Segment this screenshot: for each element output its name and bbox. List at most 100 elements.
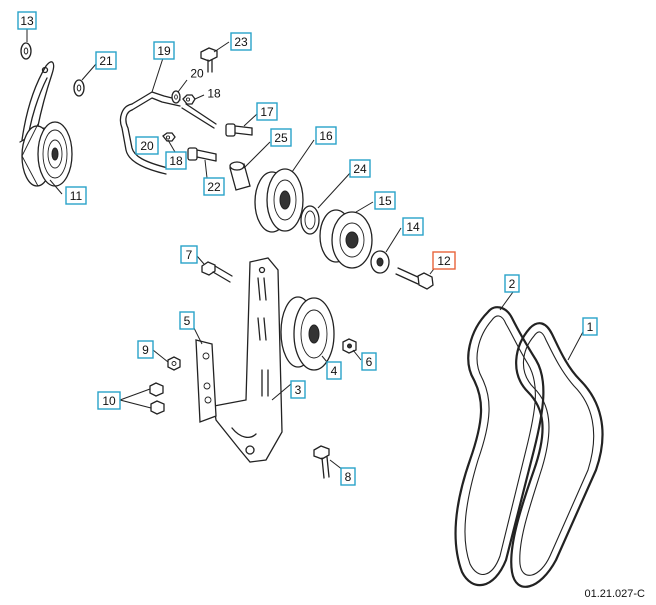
bolt-23	[200, 47, 218, 73]
nut-10-b	[150, 400, 165, 415]
callout-23[interactable]: 23	[230, 32, 252, 51]
callout-box	[135, 136, 159, 155]
callout-number: 7	[186, 248, 193, 262]
callout-14[interactable]: 14	[402, 217, 424, 236]
callout-9[interactable]: 9	[137, 340, 154, 359]
callout-6[interactable]: 6	[361, 352, 377, 371]
callout-3[interactable]: 3	[290, 380, 306, 399]
callout-box	[97, 391, 121, 410]
callout-2[interactable]: 2	[504, 274, 520, 293]
pulley-16	[254, 168, 304, 233]
callout-box	[270, 128, 292, 147]
callout-17[interactable]: 17	[256, 102, 278, 121]
callout-20[interactable]: 20	[190, 67, 204, 81]
callout-number: 25	[274, 131, 288, 145]
callout-box	[361, 352, 377, 371]
callout-box	[65, 186, 87, 205]
callout-box	[137, 340, 154, 359]
nut-10-a	[149, 382, 164, 397]
callout-number: 4	[331, 364, 338, 378]
callout-4[interactable]: 4	[326, 361, 342, 380]
callout-number: 2	[509, 277, 516, 291]
nut-18-lower	[162, 132, 176, 142]
callout-21[interactable]: 21	[95, 51, 117, 70]
bolt-7	[201, 261, 233, 283]
callout-number: 9	[142, 343, 149, 357]
callout-box	[203, 177, 225, 196]
callout-10[interactable]: 10	[97, 391, 121, 410]
callout-box	[326, 361, 342, 380]
callout-12[interactable]: 12	[432, 251, 456, 270]
callout-number: 18	[169, 154, 183, 168]
callout-number: 6	[366, 355, 373, 369]
callout-box	[432, 251, 456, 270]
ring-24	[300, 205, 320, 235]
callout-number: 12	[437, 254, 451, 268]
callout-1[interactable]: 1	[582, 317, 598, 336]
callout-box	[290, 380, 306, 399]
bolt-17	[225, 123, 253, 137]
callout-box	[95, 51, 117, 70]
callout-box	[180, 245, 198, 264]
callout-box	[179, 311, 195, 330]
callout-number: 3	[295, 383, 302, 397]
callout-box	[153, 41, 175, 60]
callout-number: 15	[378, 194, 392, 208]
callout-box	[340, 467, 356, 486]
callout-20[interactable]: 20	[135, 136, 159, 155]
callout-box	[582, 317, 598, 336]
bushing-25	[229, 161, 251, 191]
callout-8[interactable]: 8	[340, 467, 356, 486]
callout-number: 19	[157, 44, 171, 58]
callout-number: 20	[140, 139, 154, 153]
callout-number: 17	[260, 105, 274, 119]
idler-arm-3	[213, 257, 283, 463]
drawing-code: 01.21.027-C	[584, 588, 645, 600]
callout-number: 16	[319, 129, 333, 143]
callout-number: 10	[102, 394, 116, 408]
nut-9	[167, 356, 181, 371]
callout-number: 20	[190, 67, 204, 81]
bracket-5	[195, 339, 217, 423]
belt-1	[510, 322, 604, 588]
callout-24[interactable]: 24	[349, 159, 371, 178]
callout-number: 14	[406, 220, 420, 234]
callout-18[interactable]: 18	[207, 87, 221, 101]
idler-pulley-11	[21, 121, 73, 187]
pulley-15	[319, 209, 373, 269]
nut-18-upper	[182, 94, 196, 105]
callout-11[interactable]: 11	[65, 186, 87, 205]
callout-box	[374, 191, 396, 210]
callout-box	[256, 102, 278, 121]
callout-box	[17, 11, 37, 30]
callout-19[interactable]: 19	[153, 41, 175, 60]
callout-16[interactable]: 16	[315, 126, 337, 145]
callout-number: 23	[234, 35, 248, 49]
callout-number: 1	[587, 320, 594, 334]
bolt-8	[313, 445, 330, 479]
callout-7[interactable]: 7	[180, 245, 198, 264]
washer-21	[73, 79, 85, 97]
washer-20-upper	[171, 90, 181, 104]
callout-box	[315, 126, 337, 145]
callout-number: 8	[345, 470, 352, 484]
washer-14	[370, 250, 390, 274]
callout-box	[349, 159, 371, 178]
pulley-4	[280, 296, 335, 371]
callout-18[interactable]: 18	[165, 151, 187, 170]
callout-13[interactable]: 13	[17, 11, 37, 30]
belt-2	[454, 306, 545, 587]
callout-number: 22	[207, 180, 221, 194]
callout-number: 13	[20, 14, 34, 28]
callout-15[interactable]: 15	[374, 191, 396, 210]
callout-25[interactable]: 25	[270, 128, 292, 147]
callout-5[interactable]: 5	[179, 311, 195, 330]
callout-box	[230, 32, 252, 51]
callout-number: 18	[207, 87, 221, 101]
callout-22[interactable]: 22	[203, 177, 225, 196]
callout-number: 5	[184, 314, 191, 328]
pin-upper	[181, 103, 217, 129]
callout-box	[165, 151, 187, 170]
